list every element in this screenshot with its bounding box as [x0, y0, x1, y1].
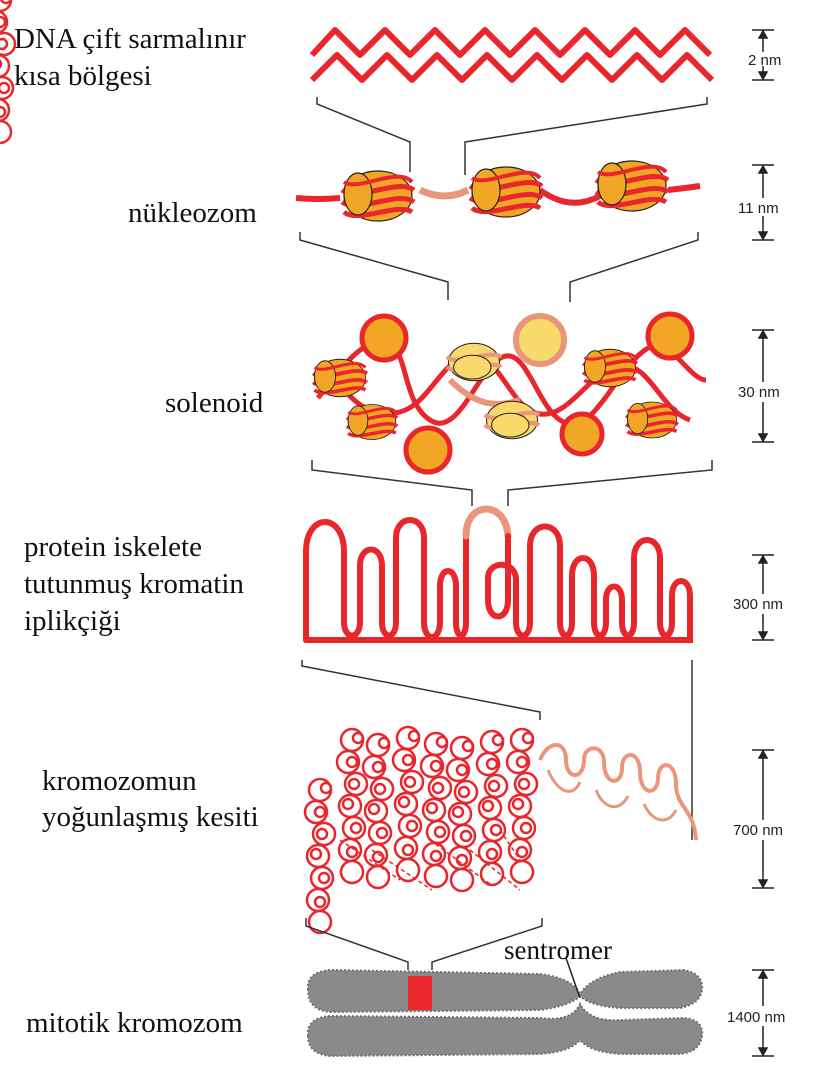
mitotic-chromosome: [308, 958, 702, 1056]
dna-double-helix: [312, 30, 712, 80]
solenoid-fiber: [313, 314, 706, 472]
zoom-connector-3: [312, 460, 712, 506]
condensed-chromosome-section: [0, 0, 696, 933]
zoom-connector-1: [317, 97, 707, 175]
zoom-connector-5: [306, 918, 542, 970]
zoom-connector-2: [300, 232, 698, 302]
nucleosome-strand: [296, 161, 700, 221]
highlighted-section-marker: [408, 976, 432, 1010]
looped-chromatin-fiber: [306, 509, 690, 640]
zoom-connector-4: [302, 660, 692, 840]
scale-bars: [752, 30, 774, 1056]
